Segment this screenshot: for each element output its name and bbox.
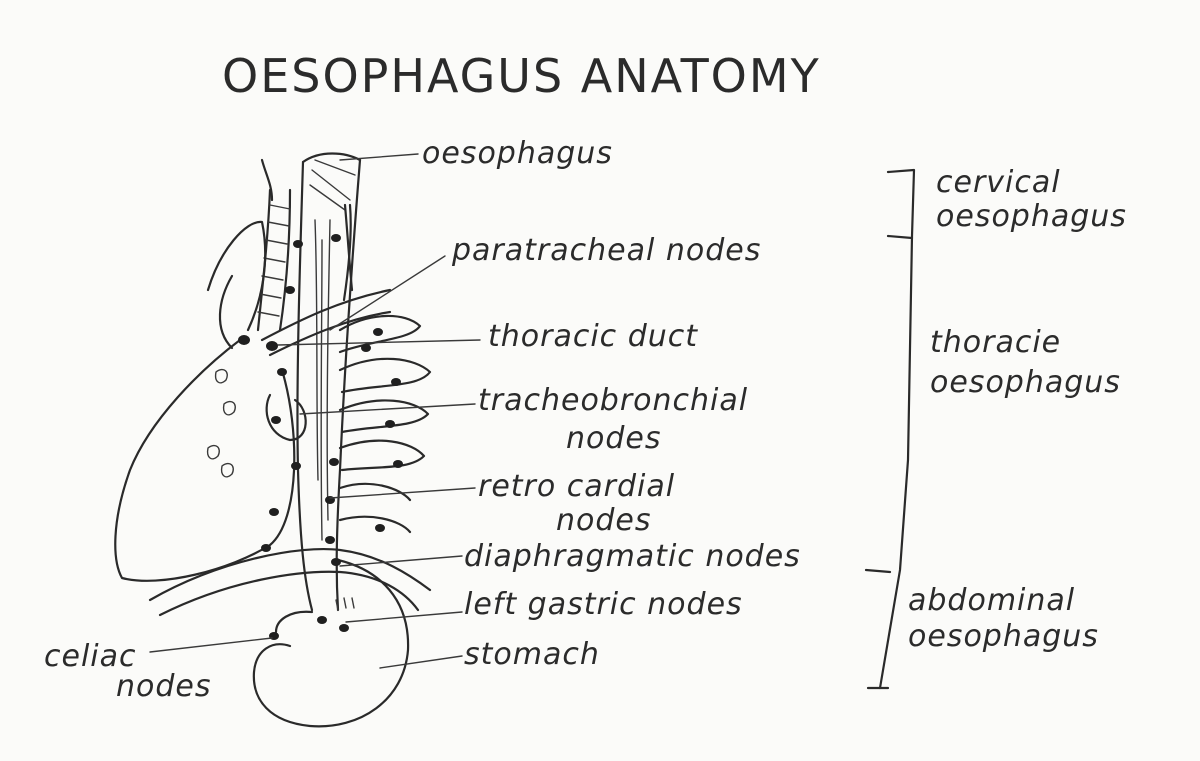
section-bracket [864,168,916,690]
label-oesophagus: oesophagus [422,136,613,171]
label-celiac-nodes: nodes [116,669,212,704]
label-tracheobronchial-nodes: nodes [566,421,662,456]
ribs [338,314,432,534]
label-tracheobronchial: tracheobronchial [478,383,748,418]
lymph-nodes [238,234,403,640]
section-cervical-oesophagus: oesophagus [936,199,1127,234]
stomach-outline [252,558,410,728]
leader-lines [149,153,481,669]
section-labels: cervical oesophagus thoracie oesophagus … [908,165,1127,654]
label-thoracic-duct: thoracic duct [488,319,698,354]
heart-outline [114,220,307,582]
structure-labels: oesophagus paratracheal nodes thoracic d… [44,136,801,704]
label-stomach: stomach [464,637,600,672]
label-diaphragmatic-nodes: diaphragmatic nodes [464,539,801,574]
label-left-gastric-nodes: left gastric nodes [464,587,743,622]
diaphragm [148,547,432,617]
section-abdominal: abdominal [908,583,1075,618]
section-abdominal-oesophagus: oesophagus [908,619,1099,654]
section-thoracic-oesophagus: oesophagus [930,365,1121,400]
label-celiac: celiac [44,639,137,674]
section-thoracic: thoracie [930,325,1061,360]
great-vessels [260,203,392,357]
diagram-title: OESOPHAGUS ANATOMY [222,49,821,103]
section-cervical: cervical [936,165,1061,200]
label-retro-cardial-nodes: nodes [556,503,652,538]
label-retro-cardial: retro cardial [478,469,675,504]
label-paratracheal-nodes: paratracheal nodes [451,233,761,268]
